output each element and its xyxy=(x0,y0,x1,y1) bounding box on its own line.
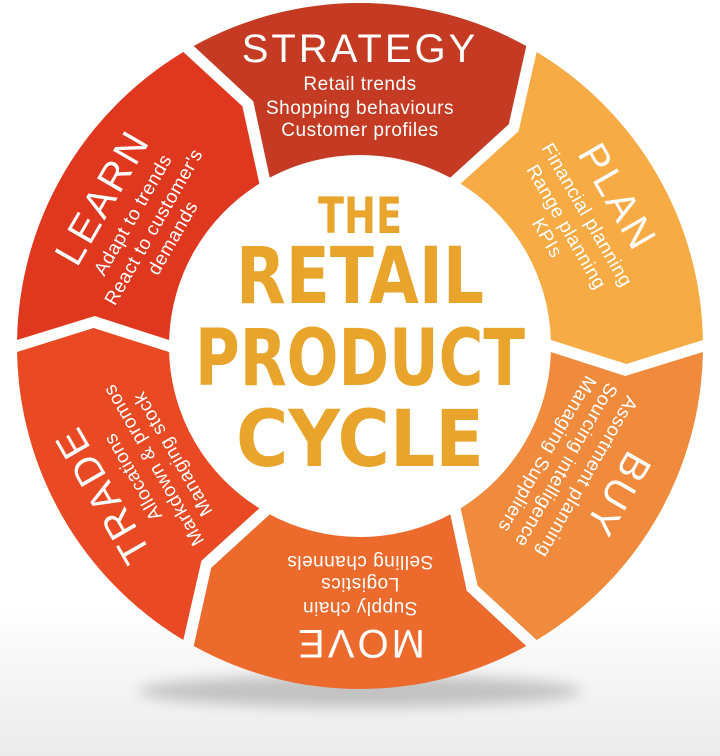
segment-strategy-label: STRATEGY xyxy=(242,27,479,71)
segment-strategy-item-1: Retail trends xyxy=(303,74,416,95)
segment-buy-shape xyxy=(460,352,703,640)
segment-move-item-2: Logistics xyxy=(321,573,399,594)
segment-strategy-item-2: Shopping behaviours xyxy=(266,98,454,119)
center-title: THE RETAIL PRODUCT CYCLE xyxy=(195,187,525,485)
segment-move-item-3: Selling channels xyxy=(287,551,433,572)
center-title-retail: RETAIL xyxy=(236,232,484,322)
center-title-the: THE xyxy=(318,187,402,245)
segment-move-label: MOVE xyxy=(295,621,425,665)
segment-move-item-1: Supply chain xyxy=(303,597,418,618)
segment-learn-shape xyxy=(17,52,260,340)
segment-trade-shape xyxy=(17,328,260,640)
segment-strategy-shape xyxy=(193,2,527,178)
segment-plan-shape xyxy=(460,52,703,364)
segment-move-shape xyxy=(193,514,527,690)
ground-shadow xyxy=(138,675,582,707)
center-title-cycle: CYCLE xyxy=(236,395,484,485)
segment-strategy-item-3: Customer profiles xyxy=(281,120,438,141)
center-title-product: PRODUCT xyxy=(195,314,525,404)
